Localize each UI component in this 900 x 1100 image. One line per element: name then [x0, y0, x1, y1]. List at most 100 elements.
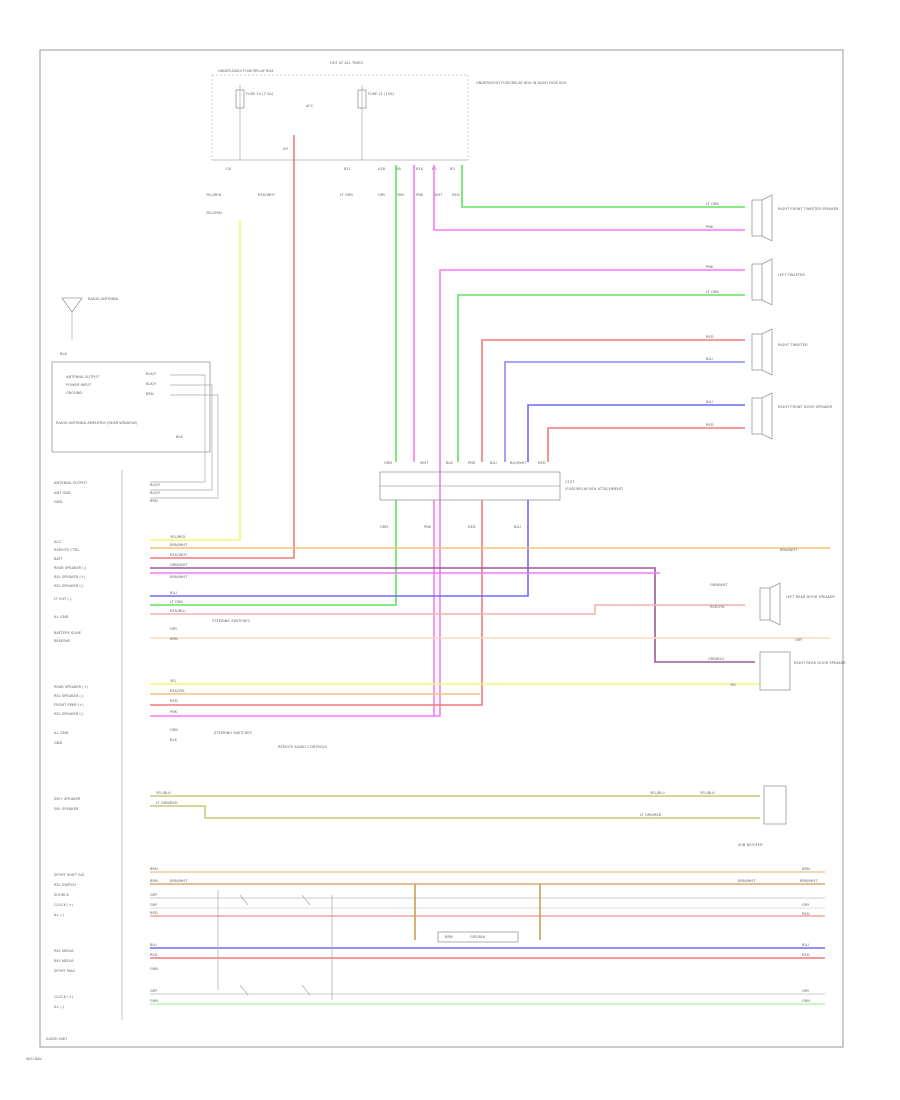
wire-lbl-u11: GRY [170, 627, 178, 631]
br-5: RED [802, 953, 810, 957]
fuse-14: FUSE 14 (7.5A) [246, 92, 274, 96]
audio-unit-label: AUDIO UNIT [46, 1037, 68, 1041]
pin-b2: SOURCE [54, 893, 70, 897]
wire-magenta-lt [150, 269, 745, 717]
fuse-box-title: HOT AT ALL TIMES [330, 61, 364, 65]
wire-lbl-b4: RED [150, 911, 158, 915]
ant-unit-name: RADIO ANTENNA AMPLIFIER (REAR WINDOW) [56, 421, 138, 425]
bm-c: GRY/BLK [470, 935, 486, 939]
fuse-wire-6: GRN [396, 193, 404, 197]
fuse-wire-9: RED [452, 193, 460, 197]
speaker-left-rear-door: LEFT REAR DOOR SPEAKER GRN/WHT RED/YEL [710, 582, 835, 626]
pin-gnd-2: GND [54, 741, 62, 745]
ant-wire-2: BLK/Y [146, 382, 157, 386]
pin-b3: CLOCK (+) [54, 903, 74, 907]
pin-rel-spk-neg-3: REL SPEAKER (-) [54, 712, 84, 716]
wire-lbl-l5: BLK [170, 738, 177, 742]
wire-lbl-u0: BLK/Y [150, 483, 161, 487]
sub-w1b: YEL/BLU [700, 791, 715, 795]
c137-bot-4: BLU [514, 525, 521, 529]
pin-b9: ILL (-) [54, 1005, 65, 1009]
ant-wire-3: BRN [146, 392, 154, 396]
wire-ltgreen-top [461, 165, 745, 208]
wire-lbl-b1: BRN [150, 879, 158, 883]
wire-blue-rt [504, 361, 745, 462]
wire-lbl-u9: LT GRN [170, 600, 183, 604]
pin-lt-cht: LT CHT (-) [54, 597, 72, 601]
c137-top-4: PNK [468, 461, 476, 465]
speaker-1-name: RIGHT FRONT TWEETER SPEAKER [778, 207, 839, 211]
fuse-wire-5: GRY [378, 193, 386, 197]
speaker-right-tweeter: RIGHT TWEETER RED BLU [706, 328, 808, 376]
fuse-21: FUSE 21 (15A) [368, 92, 395, 96]
bm-a: BRN/WHT [170, 879, 188, 883]
c137-top-7: RED [538, 461, 546, 465]
pin-battery-sline: BATTERY SLINE [54, 631, 82, 635]
pin-ant-gnd: ANT GND [54, 491, 71, 495]
wire-lbl-b2: GRY [150, 893, 158, 897]
wire-red-rt [481, 339, 745, 462]
wire-pink-rear [150, 604, 745, 615]
pin-rel-spk-pos: REL SPEAKER (+) [54, 575, 86, 579]
steering-switch-symbols [217, 890, 519, 1000]
pin-ill-gnd: ILL GND [54, 615, 69, 619]
wire-lbl-u10: RED/BLU [170, 609, 186, 613]
wire-lbl-u4: BRN/WHT [170, 543, 188, 547]
ant-line-3: GROUND [66, 391, 82, 395]
ext-label-1: BRN/WHT [780, 548, 798, 552]
wire-blue-down [150, 500, 529, 597]
pin-sw-pos: SW+ SPEAKER [54, 797, 81, 801]
wire-lbl-u5: RED/WHT [170, 553, 188, 557]
wire-lbl-u7: BRN/WHT [170, 575, 188, 579]
wire-purple [150, 567, 755, 663]
br-6: GRY [802, 989, 810, 993]
pin-b4: ILL (-) [54, 913, 65, 917]
br-0: BRN [802, 867, 810, 871]
wire-lbl-l1: RED/YEL [170, 689, 185, 693]
speaker-right-front-door: RIGHT FRONT DOOR SPEAKER BLU RED [706, 392, 833, 440]
br-4: BLU [802, 943, 809, 947]
wire-red-down [150, 500, 483, 706]
wire-lbl-u12: BRN [170, 637, 178, 641]
speaker-4-w2: RED [706, 423, 714, 427]
pin-antenna-output: ANTENNA OUTPUT [54, 481, 88, 485]
wire-lbl-u2: BRN [150, 499, 158, 503]
antenna-label: RADIO ANTENNA [88, 297, 119, 301]
speaker-3-w2: BLU [706, 357, 713, 361]
fuse-wire-7: PNK [416, 193, 424, 197]
br-3: RED [802, 912, 810, 916]
audio-wire-list-lower: YEL RED/YEL RED PNK GRN BLK [170, 679, 185, 742]
antenna-wire: BLK [60, 352, 67, 356]
footer-label: W/O NAV [26, 1057, 43, 1061]
audio-unit: ANTENNA OUTPUT ANT GND GND ACC REMOTE CT… [46, 470, 818, 1041]
wire-lbl-sw1: LT GRN/RED [156, 801, 178, 805]
fuse-pin-8: B3 [450, 167, 455, 171]
speaker-1-w1: LT GRN [706, 202, 719, 206]
pin-acc: ACC [54, 540, 62, 544]
br-mid-a: BRN/WHT [738, 879, 756, 883]
c137-top-1: GRN [384, 461, 392, 465]
sub-woofer: SUB WOOFER YEL/BLU YEL/BLU LT GRN/RED [640, 785, 787, 847]
pin-sw-neg: SW- SPEAKER [54, 807, 79, 811]
wire-red-batt [150, 135, 295, 559]
wire-blue-rfd [527, 404, 745, 462]
radio-antenna: RADIO ANTENNA BLK ANTENNA OUTPUT POWER I… [51, 297, 219, 499]
ant-wire-1: BLK/Y [146, 372, 157, 376]
fuse-wire-8: WHT [434, 193, 443, 197]
sub-w2: LT GRN/RED [640, 813, 662, 817]
fuse-box-sub: UNDER-DASH FUSE/RELAY BOX [218, 69, 274, 73]
wire-lbl-u1: BLK/Y [150, 491, 161, 495]
pin-rear-spk-pos: REAR SPEAKER (+) [54, 685, 89, 689]
wire-lbl-b8: GRY [150, 989, 158, 993]
br-1: BRN/WHT [800, 879, 818, 883]
pin-b5: REL MEDIA [54, 949, 74, 953]
pin-rel-spk-neg: REL SPEAKER (-) [54, 584, 84, 588]
pin-front-spk-pos: FRONT SPKR (+) [54, 703, 84, 707]
fuse-wire-2: RED/WHT [258, 193, 276, 197]
fuse-pin-4: A28 [378, 167, 386, 171]
pin-gnd: GND [54, 500, 62, 504]
fuse-relay-box: HOT AT ALL TIMES UNDER-DASH FUSE/RELAY B… [206, 61, 567, 215]
wire-lbl-u6: GRN/WHT [170, 563, 188, 567]
pin-b6: REL MEDIA [54, 959, 74, 963]
audio-wire-list-upper: BLK/Y BLK/Y BRN YEL/RED BRN/WHT RED/WHT … [150, 483, 188, 641]
